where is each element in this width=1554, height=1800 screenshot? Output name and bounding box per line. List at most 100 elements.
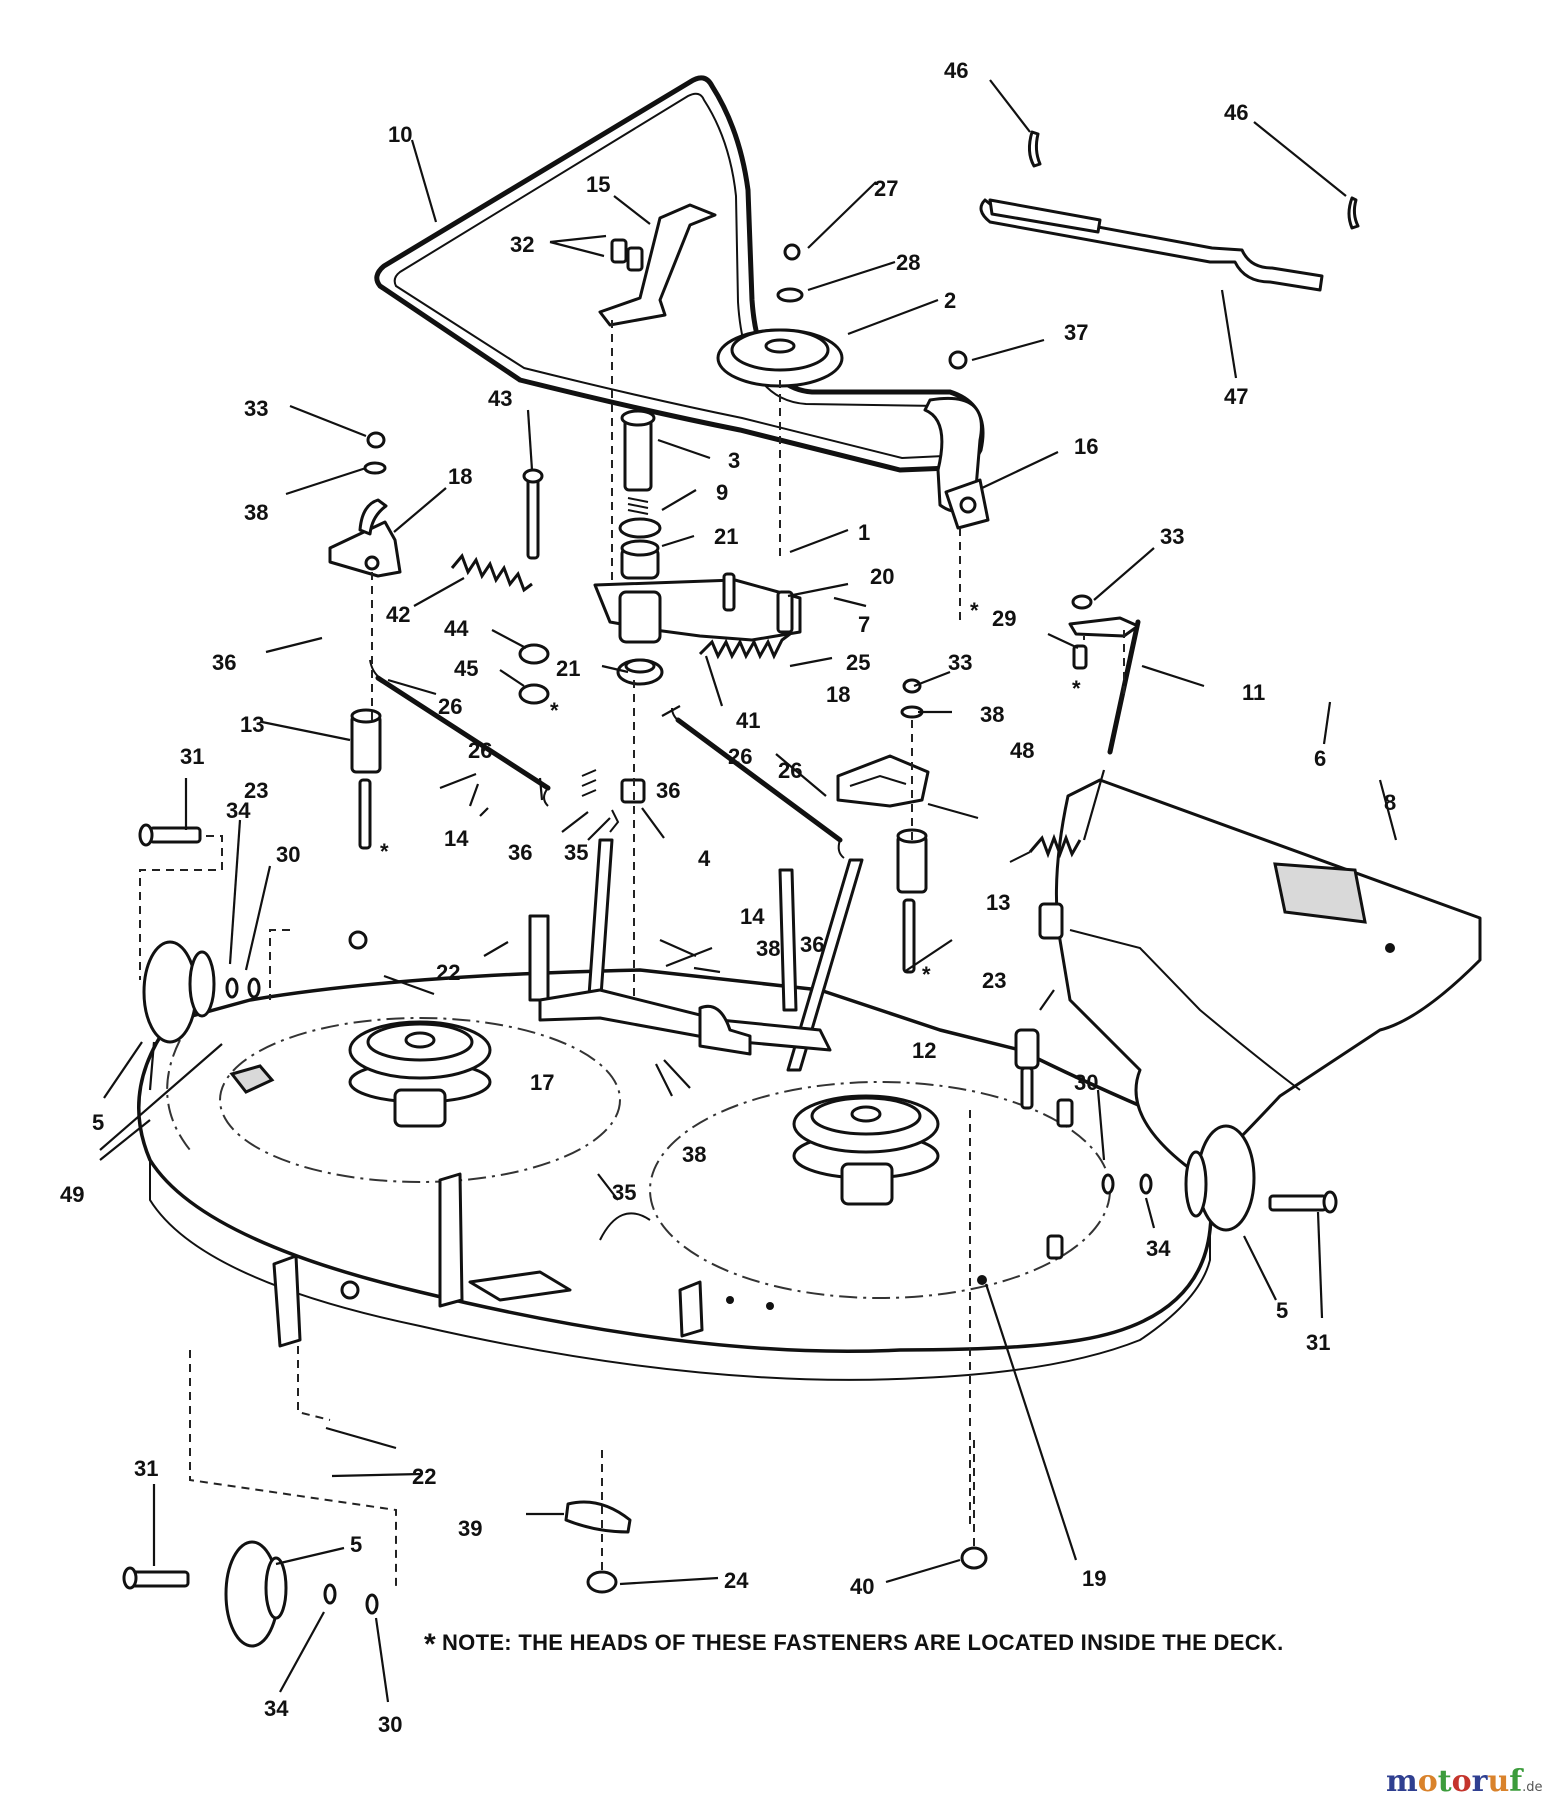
callout-14: 14 bbox=[740, 904, 765, 929]
callout-33: 33 bbox=[948, 650, 972, 675]
callout-36: 36 bbox=[656, 778, 680, 803]
site-watermark: motoruf.de bbox=[1386, 1764, 1543, 1799]
deflector-rod bbox=[1068, 594, 1141, 755]
pivot-bolt bbox=[1014, 1028, 1040, 1110]
callout-2: 2 bbox=[944, 288, 956, 313]
wheel-front-right bbox=[122, 1346, 397, 1648]
callout-22: 22 bbox=[436, 960, 460, 985]
callout-36: 36 bbox=[212, 650, 236, 675]
callout-36: 36 bbox=[800, 932, 824, 957]
warning-decal bbox=[229, 1064, 275, 1094]
footnote-text: NOTE: THE HEADS OF THESE FASTENERS ARE L… bbox=[441, 1630, 1284, 1655]
callout-41: 41 bbox=[736, 708, 760, 733]
callout-36: 36 bbox=[508, 840, 532, 865]
callout-11: 11 bbox=[1242, 680, 1265, 705]
callout-19: 19 bbox=[1082, 1566, 1106, 1591]
callout-31: 31 bbox=[134, 1456, 158, 1481]
height-adjust-arm-left bbox=[328, 431, 402, 578]
callout-4: 4 bbox=[698, 846, 711, 871]
callout-32: 32 bbox=[510, 232, 534, 257]
callout-25: 25 bbox=[846, 650, 870, 675]
asterisk: * bbox=[970, 598, 979, 623]
idler-arm bbox=[923, 350, 990, 530]
spring-48 bbox=[1009, 833, 1082, 863]
watermark-letter: f bbox=[1509, 1764, 1523, 1799]
callout-14: 14 bbox=[444, 826, 469, 851]
center-pivot bbox=[593, 409, 802, 686]
asterisk: * bbox=[1072, 676, 1081, 701]
callout-30: 30 bbox=[276, 842, 300, 867]
callout-18: 18 bbox=[826, 682, 850, 707]
callout-45: 45 bbox=[454, 656, 478, 681]
callout-35: 35 bbox=[612, 1180, 636, 1205]
callout-7: 7 bbox=[858, 612, 870, 637]
callout-31: 31 bbox=[180, 744, 204, 769]
callout-9: 9 bbox=[716, 480, 728, 505]
callout-33: 33 bbox=[1160, 524, 1184, 549]
callout-35: 35 bbox=[564, 840, 588, 865]
link-rods bbox=[369, 659, 845, 859]
alignment-lines bbox=[371, 320, 1125, 1570]
callout-20: 20 bbox=[870, 564, 894, 589]
callout-37: 37 bbox=[1064, 320, 1088, 345]
callout-38: 38 bbox=[682, 1142, 706, 1167]
asterisk: * bbox=[380, 839, 389, 864]
wheel-front-left bbox=[138, 823, 290, 1044]
belt bbox=[374, 75, 985, 473]
wheel-rear-right bbox=[1101, 1124, 1338, 1232]
callout-33: 33 bbox=[244, 396, 268, 421]
callout-28: 28 bbox=[896, 250, 920, 275]
callout-34: 34 bbox=[226, 798, 251, 823]
callout-26: 26 bbox=[728, 744, 752, 769]
callout-30: 30 bbox=[1074, 1070, 1098, 1095]
callout-40: 40 bbox=[850, 1574, 874, 1599]
callout-42: 42 bbox=[386, 602, 410, 627]
spindle-pulley-right bbox=[792, 1094, 940, 1206]
callout-30: 30 bbox=[378, 1712, 402, 1737]
leader-lines bbox=[99, 79, 1398, 1703]
belt-guide-bracket bbox=[598, 203, 717, 327]
spindle-pulley-left bbox=[348, 1020, 492, 1128]
callout-26: 26 bbox=[438, 694, 462, 719]
watermark-letter: o bbox=[1451, 1764, 1472, 1799]
callout-24: 24 bbox=[724, 1568, 749, 1593]
springs bbox=[450, 553, 791, 660]
callout-44: 44 bbox=[444, 616, 469, 641]
callout-18: 18 bbox=[448, 464, 472, 489]
callout-46: 46 bbox=[944, 58, 968, 83]
callout-5: 5 bbox=[350, 1532, 362, 1557]
callout-34: 34 bbox=[264, 1696, 289, 1721]
watermark-letter: u bbox=[1487, 1764, 1510, 1799]
callout-21: 21 bbox=[556, 656, 580, 681]
watermark-tld: .de bbox=[1522, 1780, 1543, 1795]
callout-48: 48 bbox=[1010, 738, 1034, 763]
callout-43: 43 bbox=[488, 386, 512, 411]
callout-1: 1 bbox=[858, 520, 870, 545]
callout-27: 27 bbox=[874, 176, 898, 201]
callout-5: 5 bbox=[1276, 1298, 1288, 1323]
callout-8: 8 bbox=[1384, 790, 1396, 815]
callout-39: 39 bbox=[458, 1516, 482, 1541]
bolt-and-nuts bbox=[518, 468, 550, 705]
footnote-marker: * bbox=[424, 1628, 436, 1661]
callout-23: 23 bbox=[244, 778, 268, 803]
callout-38: 38 bbox=[756, 936, 780, 961]
callout-22: 22 bbox=[412, 1464, 436, 1489]
deck-hangers bbox=[272, 838, 864, 1348]
callout-38: 38 bbox=[244, 500, 268, 525]
asterisk: * bbox=[550, 698, 559, 723]
callout-13: 13 bbox=[240, 712, 264, 737]
callout-21: 21 bbox=[714, 524, 738, 549]
discharge-chute bbox=[1038, 778, 1482, 1178]
callout-6: 6 bbox=[1314, 746, 1326, 771]
callout-34: 34 bbox=[1146, 1236, 1171, 1261]
callout-31: 31 bbox=[1306, 1330, 1330, 1355]
footnote: *NOTE: THE HEADS OF THESE FASTENERS ARE … bbox=[424, 1628, 1284, 1662]
callout-17: 17 bbox=[530, 1070, 554, 1095]
asterisk: * bbox=[922, 962, 931, 987]
callout-46: 46 bbox=[1224, 100, 1248, 125]
callout-47: 47 bbox=[1224, 384, 1248, 409]
watermark-letter: o bbox=[1417, 1764, 1438, 1799]
callout-38: 38 bbox=[980, 702, 1004, 727]
